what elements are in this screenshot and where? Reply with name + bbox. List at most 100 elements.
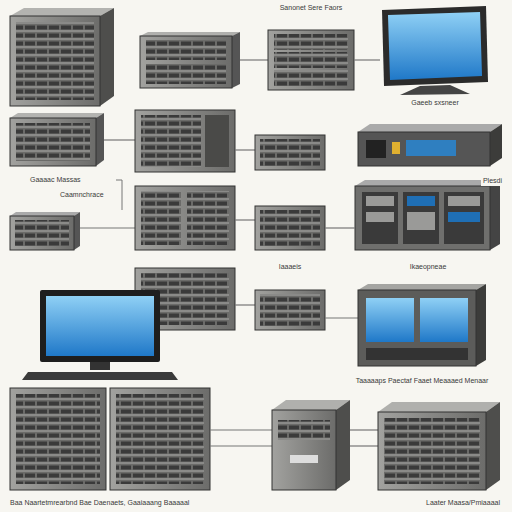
rack-server (255, 290, 325, 330)
monitor-stand (90, 362, 110, 370)
server-top (140, 32, 240, 36)
network-wire (104, 139, 135, 140)
device-caption: Sanonet Sere Faors (278, 4, 345, 13)
device-caption: Iaaaeis (277, 263, 304, 272)
server-top (378, 402, 500, 412)
network-wire (235, 149, 255, 150)
drive-bays (260, 210, 320, 246)
drive-bays (260, 294, 320, 326)
leader-line (116, 180, 122, 210)
network-link (354, 59, 380, 60)
server-side (486, 402, 500, 490)
device-caption: Baa Naartetmrearbnd Bae Daenaets, Gaaiaa… (8, 499, 191, 508)
drive-bays (146, 64, 226, 84)
drive-bays (274, 52, 348, 68)
console-screen (420, 298, 468, 342)
network-wire (210, 445, 272, 446)
tower-side (100, 8, 114, 106)
console-base (366, 348, 468, 360)
rack-server (10, 118, 96, 166)
device-side (490, 124, 502, 166)
device-node: Plesdi (356, 120, 504, 186)
console-cabinet (358, 290, 476, 366)
network-wire (80, 227, 135, 228)
device-caption: Plesdi (481, 177, 504, 186)
network-wire (350, 429, 378, 430)
module-part (366, 212, 394, 222)
keyboard (22, 372, 178, 380)
drive-bays (16, 22, 94, 100)
server-cabinet (378, 412, 486, 490)
blade-module (444, 192, 484, 244)
drive-bays (187, 191, 229, 245)
device-node: Ikaeopneae (355, 178, 501, 272)
tower-server (272, 410, 336, 490)
console-top (358, 284, 486, 290)
monitor-bezel (40, 290, 160, 362)
drive-bays (15, 220, 69, 246)
server-rack (135, 186, 235, 250)
server-side (232, 32, 240, 88)
server-top (10, 113, 104, 118)
module-part (448, 212, 480, 222)
network-wire (325, 317, 358, 318)
network-wire (350, 445, 378, 446)
part-label: Gaaaac Massas (28, 176, 83, 185)
server-side (96, 113, 104, 166)
module-part (407, 196, 435, 206)
drive-bays (146, 40, 226, 60)
server-side (336, 400, 350, 490)
server-side (74, 212, 80, 250)
rack-server (268, 30, 354, 90)
drive-bays (278, 420, 330, 440)
server-top (10, 212, 80, 216)
module-part (448, 196, 480, 206)
device-top (358, 124, 502, 132)
device-caption: Taaaaaps Paectaf Faaet Meaaaed Menaar (354, 377, 491, 386)
tablet-bezel (382, 6, 488, 86)
drive-bays (141, 115, 201, 167)
rack-server (140, 36, 232, 88)
display-panel (406, 140, 456, 156)
network-wire (235, 219, 255, 220)
blade-module (403, 192, 439, 244)
device-node: Taaaaaps Paectaf Faaet Meaaaed Menaar (352, 282, 493, 386)
rack-panel (205, 115, 229, 167)
server-cabinet (10, 388, 106, 490)
drive-bays (384, 418, 480, 484)
server-rack (135, 110, 235, 172)
monitor-screen (46, 296, 154, 356)
device-node: Iaaaeis (255, 204, 325, 272)
device-node: Sanonet Sere Faors (268, 4, 354, 90)
port-block (366, 140, 386, 158)
rack-server (10, 216, 74, 250)
cabinet-side (490, 180, 500, 250)
network-link (325, 227, 355, 228)
console-screen (366, 298, 414, 342)
device-node: Gaeeb sxsneer (380, 4, 490, 108)
front-panel (290, 455, 318, 463)
drive-bays (274, 70, 348, 86)
blade-module (362, 192, 398, 244)
network-wire (235, 304, 255, 305)
blade-cabinet (355, 186, 490, 250)
module-part (407, 212, 435, 230)
tablet-stand (400, 85, 470, 95)
cabinet-top (355, 180, 500, 186)
device-caption: Laater Maasa/Pmiaaaal (424, 499, 502, 508)
rack-server (255, 206, 325, 250)
rack-server (255, 135, 325, 170)
network-wire (240, 59, 268, 60)
server-cabinet (110, 388, 210, 490)
drive-bays (141, 191, 181, 245)
console-side (476, 284, 486, 366)
device-node: Baa Naartetmrearbnd Bae Daenaets, Gaaiaa… (8, 386, 212, 508)
drive-bays (260, 139, 320, 166)
port-block (392, 142, 400, 154)
tower-top (10, 8, 114, 16)
tablet-screen (388, 12, 482, 80)
device-node: Laater Maasa/Pmiaaaal (376, 400, 502, 508)
device-caption: Ikaeopneae (408, 263, 449, 272)
